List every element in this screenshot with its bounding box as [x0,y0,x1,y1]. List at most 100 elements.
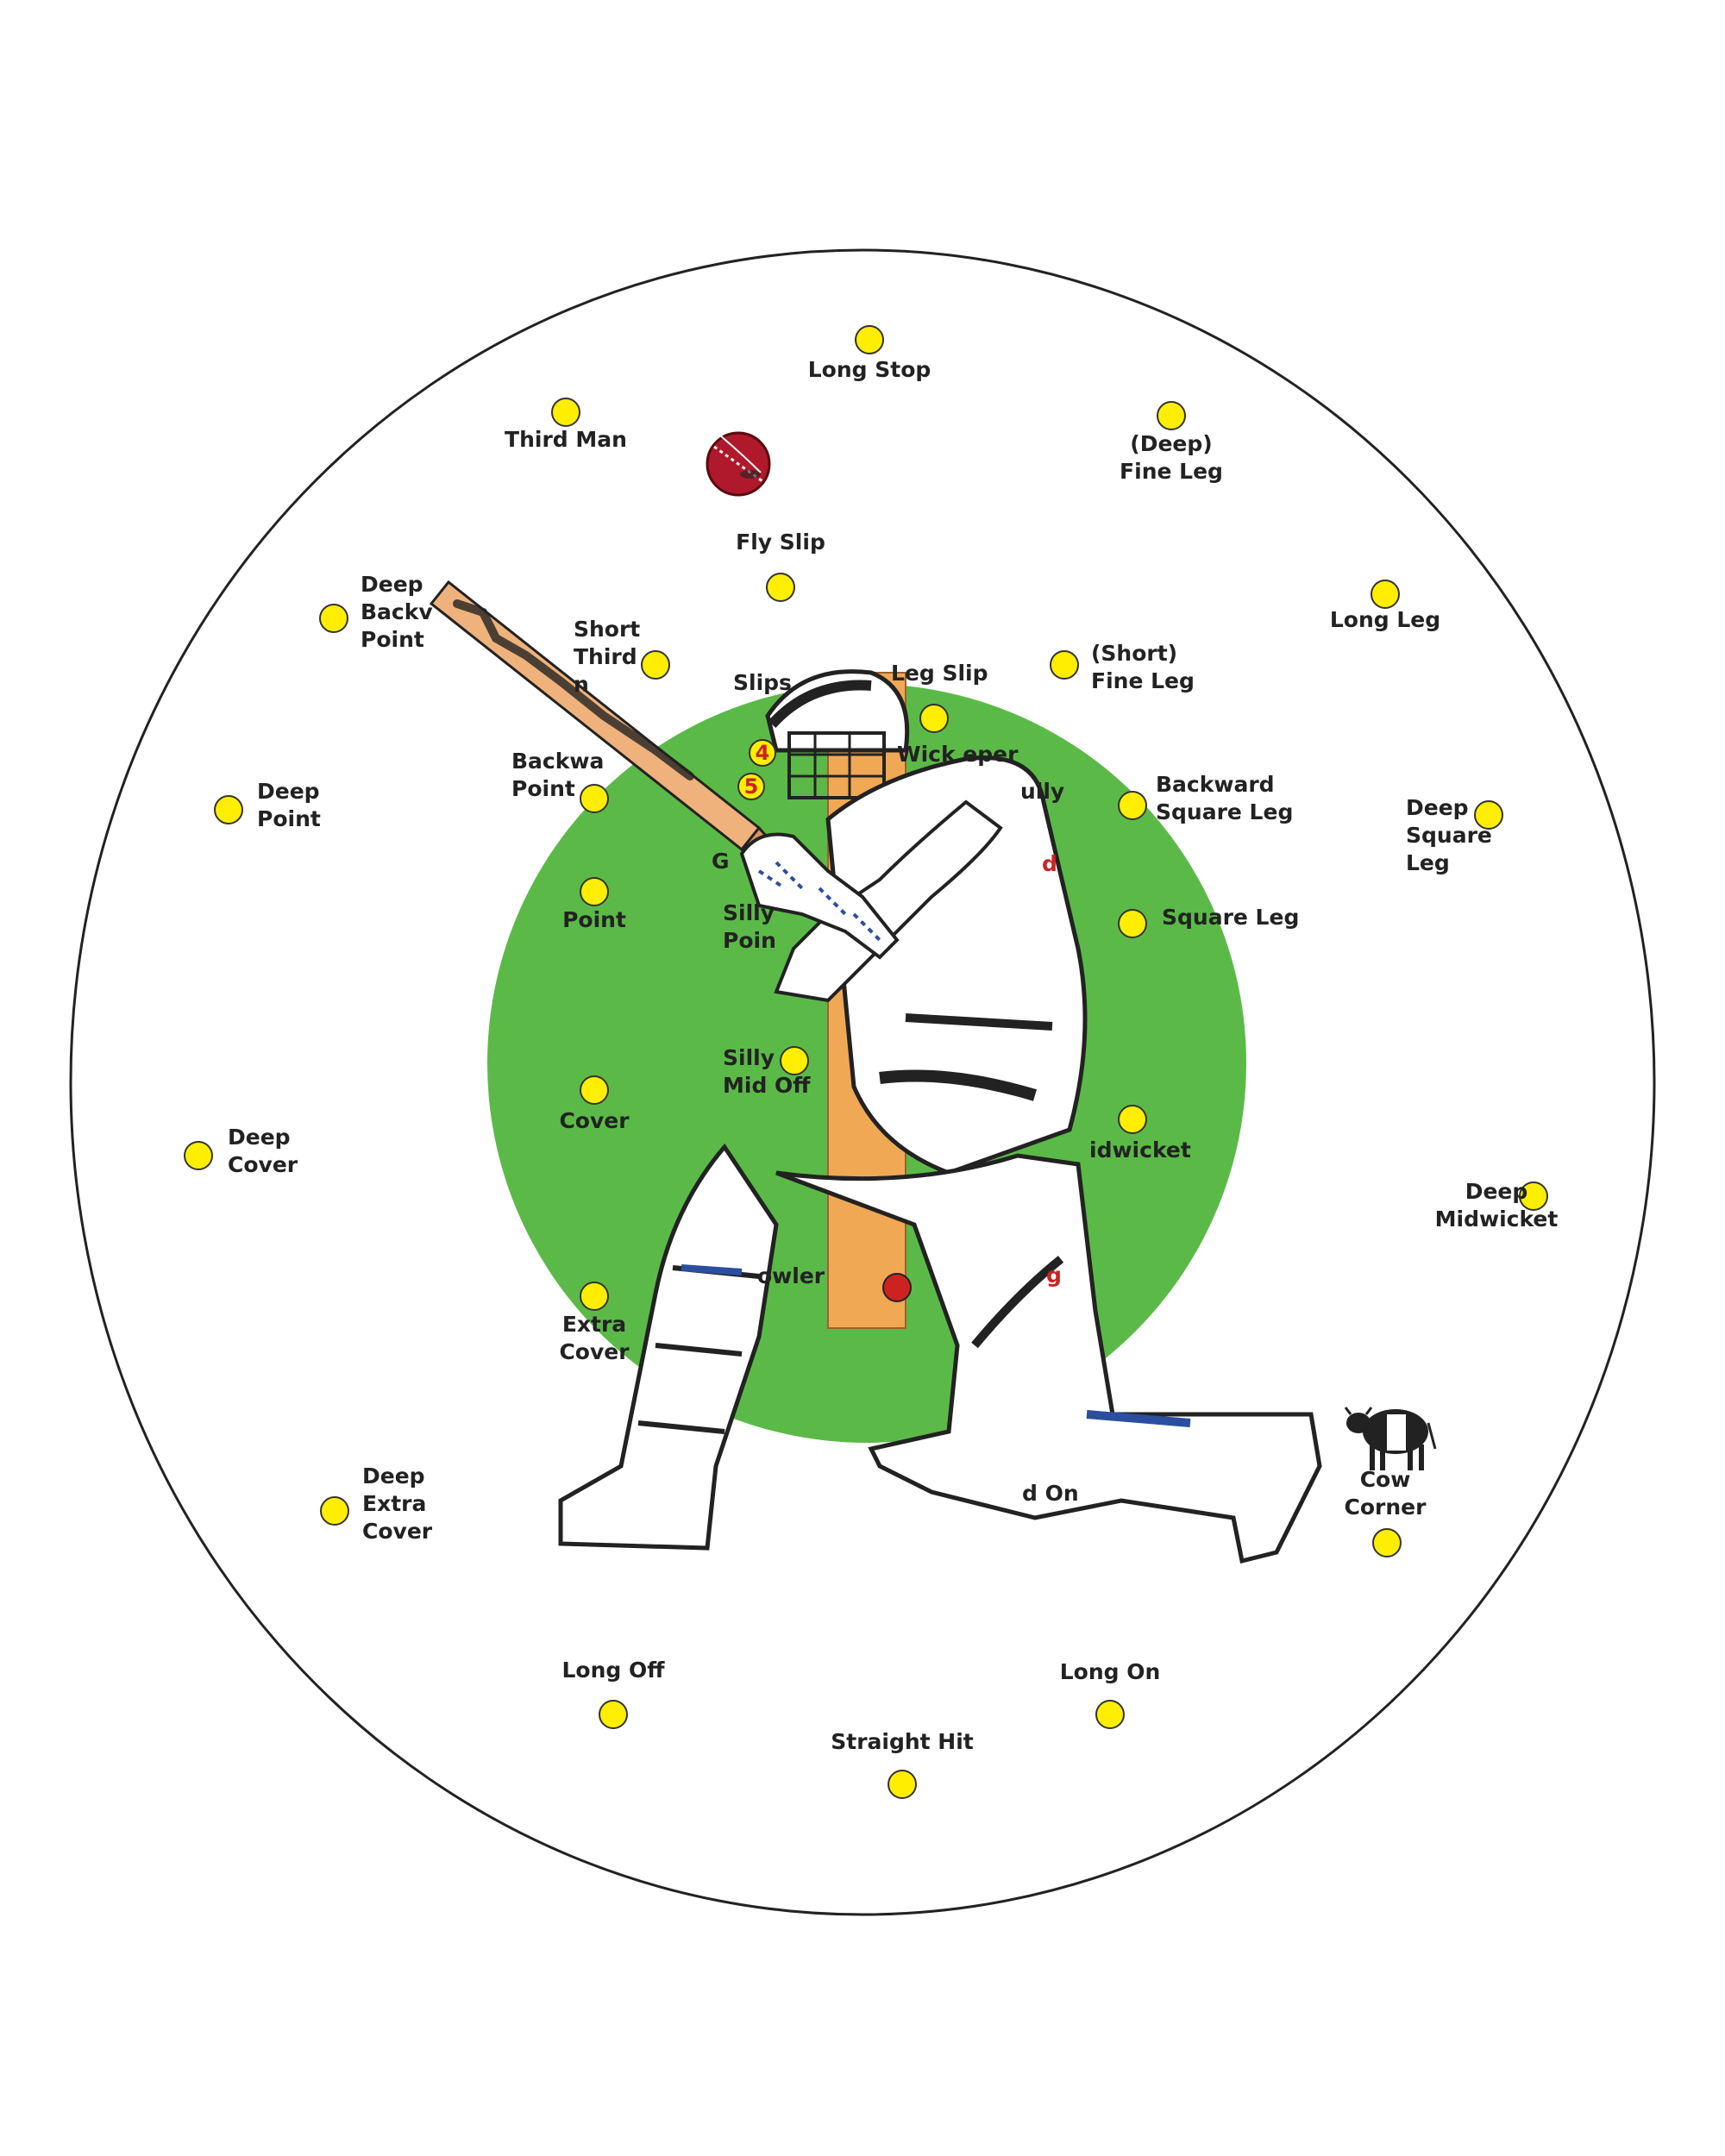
fielder-label-line: d [1042,851,1057,876]
fielder-label-line: Corner [1345,1495,1427,1520]
fielder-label-line: Fine Leg [1091,668,1195,693]
fielder-label-line: Leg Slip [891,661,988,686]
fielder-label-line: Long Stop [808,357,932,382]
fielder-marker-cover [580,1075,609,1105]
fielder-label-line: G [712,849,730,874]
cow-icon [1344,1407,1437,1470]
fielder-label-line: Deep [362,1463,425,1489]
fielder-label-line: Point [257,806,321,831]
fielder-label-line: Third Man [505,427,627,452]
fielder-marker-short-third-man [641,650,670,680]
fielder-label-line: Short [574,617,640,642]
fielder-label-line: Third [574,644,637,669]
fielder-marker-long-leg [1371,580,1400,609]
fielder-marker-third-man [551,398,580,427]
fielder-label-mid-on-partial: g [1046,1263,1062,1288]
bowler-marker [882,1273,912,1302]
fielder-label-line: Cover [559,1339,630,1364]
fielder-label-line: Extra [362,1491,426,1516]
fielder-label-line: Slips [733,670,792,695]
fielder-label-point: Point [562,907,626,932]
fielder-label-mid-on: d On [1022,1481,1079,1506]
fielder-label-line: Straight Hit [831,1729,974,1754]
fielder-label-line: Square Leg [1162,905,1299,930]
fielder-label-slips: Slips [733,670,792,695]
fielder-label-line: Long Leg [1330,607,1440,632]
fielder-label-short-leg-partial: d [1042,851,1057,876]
fielder-marker-fly-slip [766,573,795,602]
batsman-arm [774,799,1003,1003]
fielder-marker-straight-hit [888,1770,917,1799]
fielder-label-line: Deep [361,572,423,597]
slip-number-5: 5 [744,774,759,799]
fielder-label-line: Backward [1156,772,1275,797]
fielder-label-line: Fly Slip [736,530,825,555]
fielder-label-long-stop: Long Stop [808,357,932,382]
fielder-label-line: Wick eper [897,742,1019,767]
fielder-label-line: owler [757,1263,825,1288]
fielder-marker-deep-fine-leg [1157,401,1186,430]
fielder-label-line: Poin [723,928,776,953]
fielder-label-line: Long On [1060,1659,1161,1684]
fielder-marker-deep-cover [184,1141,213,1170]
fielder-marker-deep-extra-cover [320,1496,349,1526]
fielder-label-line: Deep [1406,795,1469,820]
fielder-label-line: Silly [723,1045,775,1070]
fielder-label-line: d On [1022,1481,1079,1506]
helmet-icon [765,669,910,799]
fielder-label-wicket-keeper: Wick eper [897,742,1019,767]
fielder-label-straight-hit: Straight Hit [831,1729,974,1754]
fielder-marker-point [580,877,609,906]
fielder-marker-square-leg [1118,909,1147,938]
fielder-label-deep-fine-leg: (Deep) Fine Leg [1120,431,1223,484]
fielder-label-line: Cover [228,1152,298,1177]
fielder-marker-cow-corner [1372,1528,1402,1557]
slip-number-4: 4 [756,741,770,765]
fielder-label-line: Cover [362,1519,433,1544]
fielder-label-bowler: owler [757,1263,825,1288]
fielder-label-leg-slip: Leg Slip [891,661,988,686]
fielder-label-third-man: Third Man [505,427,627,452]
fielder-marker-long-stop [855,325,884,354]
fielder-label-line: Point [361,627,424,652]
fielder-label-line: g [1046,1263,1062,1288]
fielder-label-line: Silly [723,900,775,925]
fielder-label-fly-slip: Fly Slip [736,530,825,555]
fielder-label-line: Backwa [511,749,604,774]
fielder-label-line: Point [511,776,575,801]
fielder-marker-deep-point [214,795,243,824]
fielder-label-line: Cow [1360,1467,1411,1492]
fielder-label-line: Square Leg [1156,799,1293,824]
cricket-ball-icon [706,431,771,497]
fielder-marker-midwicket [1118,1105,1147,1134]
fielder-label-line: Extra [562,1312,626,1337]
fielder-label-line: Mid Off [723,1073,811,1098]
fielder-label-line: ully [1020,779,1064,804]
fielder-label-line: Deep [228,1125,291,1150]
fielder-label-long-on: Long On [1060,1659,1161,1684]
fielder-marker-deep-square-leg [1474,800,1503,830]
slip-marker-4 [749,739,776,767]
fielder-marker-long-on [1095,1700,1125,1729]
fielder-label-line: (Deep) [1130,431,1212,456]
fielder-marker-silly-mid-off [780,1046,809,1075]
fielder-label-line: idwicket [1089,1138,1191,1163]
fielder-label-line: Leg [1406,850,1450,875]
fielder-label-line: Fine Leg [1120,459,1223,484]
fielder-label-square-leg: Square Leg [1162,905,1299,930]
batsman-illustration [429,580,1322,1564]
fielder-label-line: Deep [257,779,320,804]
fielder-label-gully-left: G [712,849,730,874]
fielder-markers [184,325,1548,1799]
